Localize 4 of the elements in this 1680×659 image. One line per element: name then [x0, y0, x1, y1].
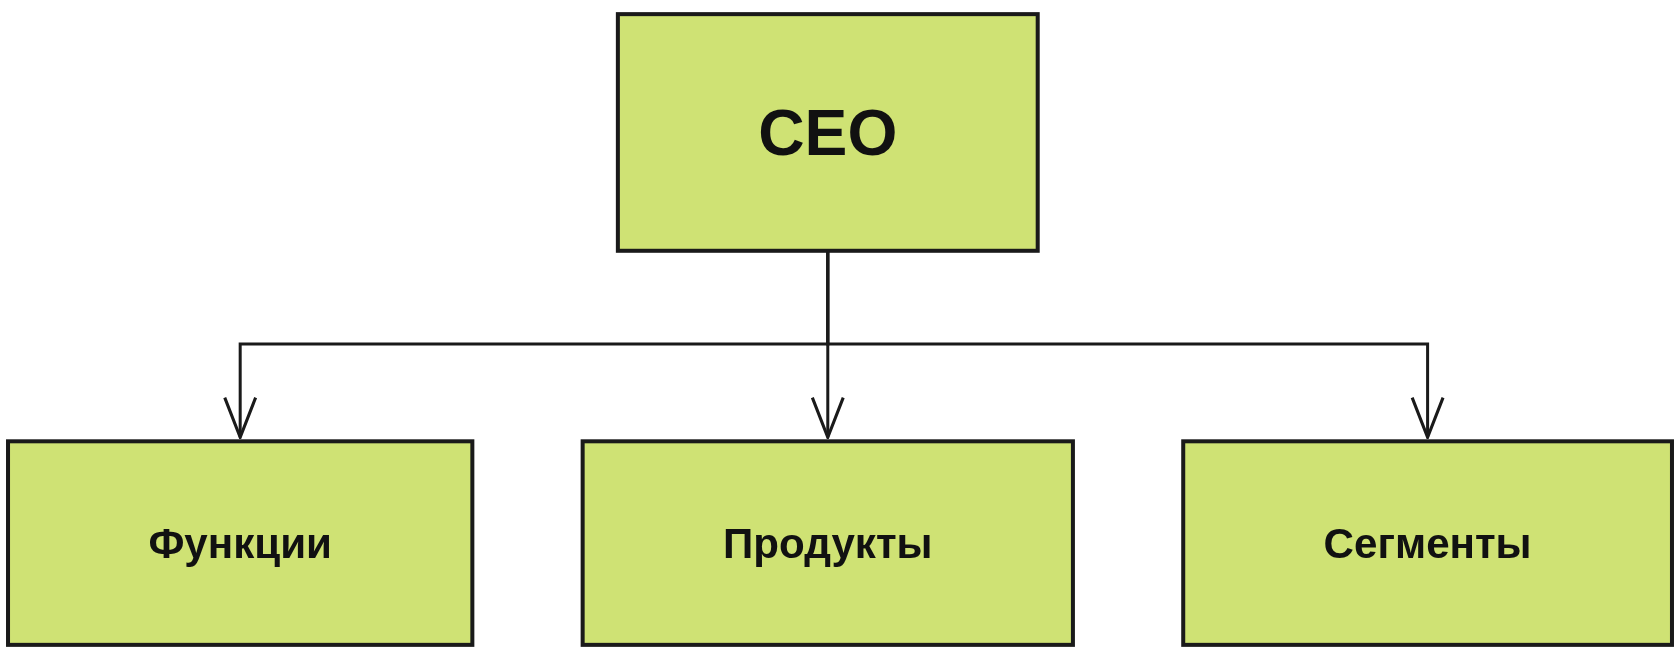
node-box: Функции [6, 439, 475, 647]
node-box: Сегменты [1181, 439, 1674, 647]
node-box: CEO [615, 12, 1040, 253]
node-box: Продукты [580, 439, 1075, 647]
